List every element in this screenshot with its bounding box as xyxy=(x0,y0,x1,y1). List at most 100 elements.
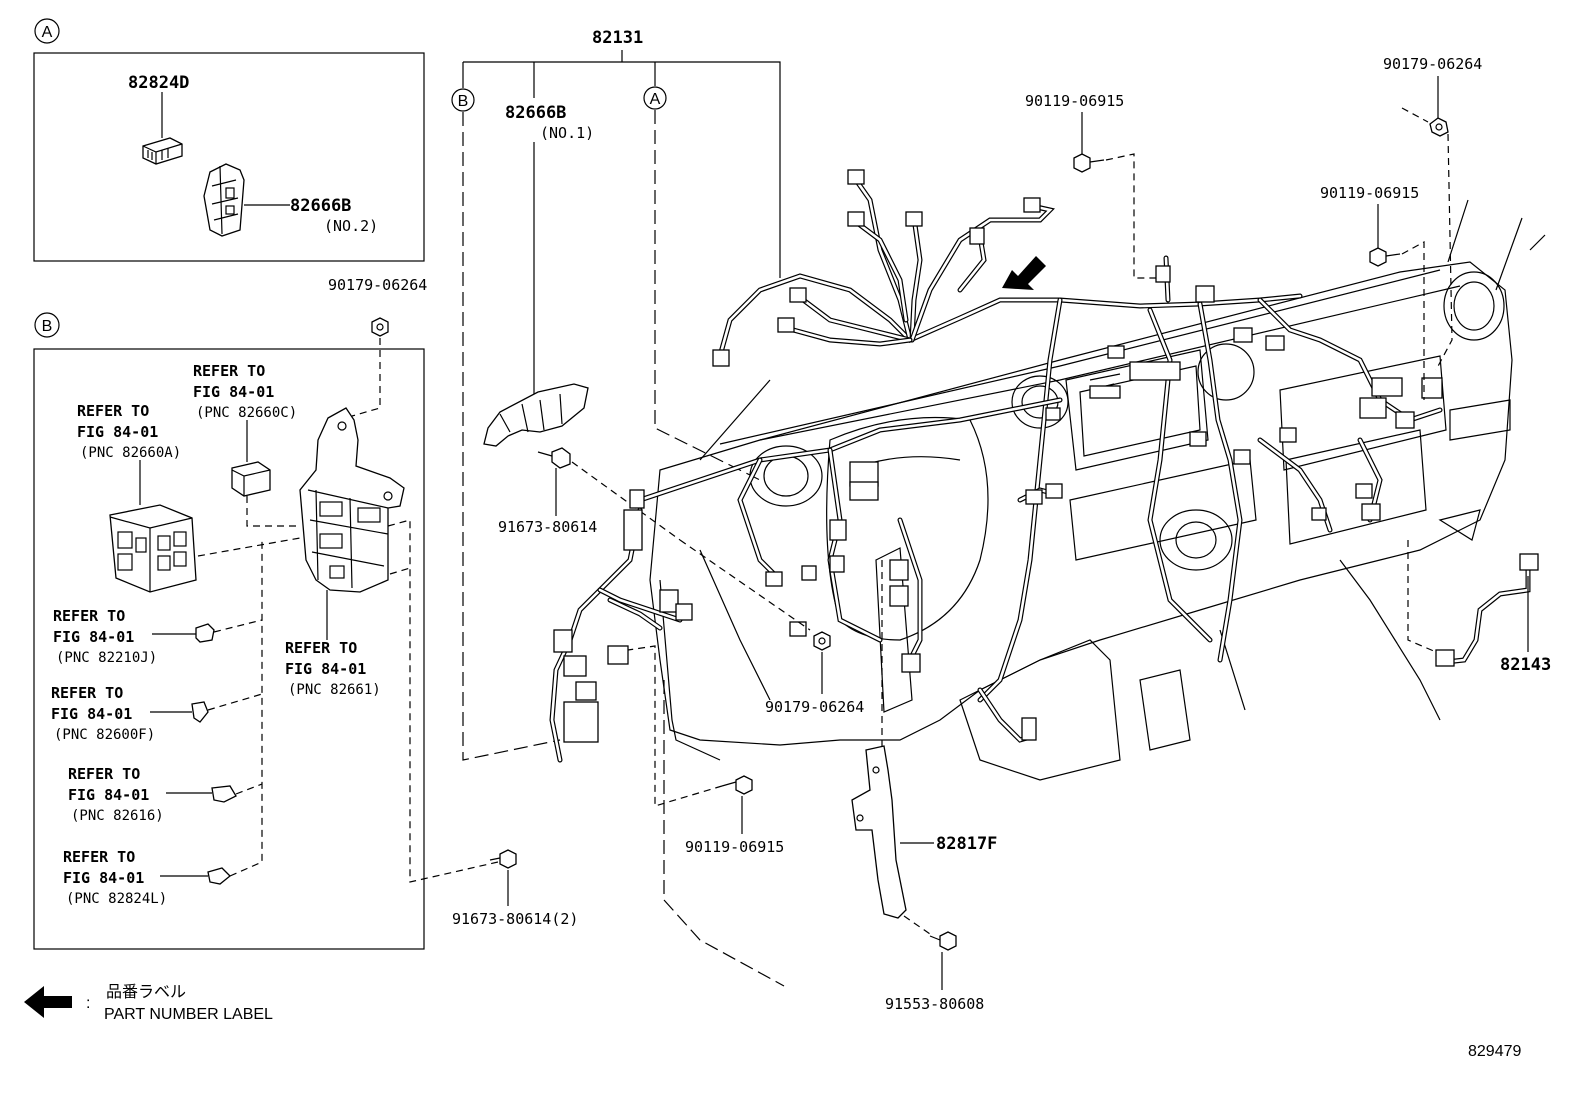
dashed-link xyxy=(229,540,263,877)
figure-id: 829479 xyxy=(1468,1043,1521,1060)
dashed-link xyxy=(462,112,561,761)
refer-label: REFER TO xyxy=(68,765,140,783)
legend: : 品番ラベル PART NUMBER LABEL xyxy=(24,983,273,1023)
branch-a-letter: A xyxy=(650,91,661,108)
dashed-link xyxy=(1401,240,1425,400)
dashed-link xyxy=(903,915,931,935)
wire-harness xyxy=(549,177,1531,763)
callout-90119-06915-lower: 90119-06915 xyxy=(685,838,784,856)
part-82666b-no2-label: 82666B xyxy=(290,196,351,216)
dashed-link xyxy=(663,680,785,987)
refer-fig: FIG 84-01 xyxy=(63,869,144,887)
refer-label: REFER TO xyxy=(53,607,125,625)
legend-japanese: 品番ラベル xyxy=(106,983,186,1001)
label-arrow-icon xyxy=(1002,256,1046,290)
box-a-frame xyxy=(33,52,425,262)
harness-connectors xyxy=(553,169,1539,743)
dashed-link xyxy=(387,519,499,883)
refer-label: REFER TO xyxy=(285,639,357,657)
dashed-link xyxy=(571,461,681,541)
refer-fig: FIG 84-01 xyxy=(68,786,149,804)
dashed-link xyxy=(235,783,263,795)
branch-b-letter: B xyxy=(458,93,469,110)
box-b-frame xyxy=(33,348,425,950)
dashed-link xyxy=(1435,133,1453,371)
branch-a-marker xyxy=(643,86,667,110)
bolt-icon xyxy=(721,775,753,795)
box-b-marker xyxy=(34,312,60,338)
relay-82660c-shape xyxy=(231,461,271,497)
refer-pnc: (PNC 82660A) xyxy=(80,445,181,461)
bolt-icon xyxy=(489,849,517,869)
box-a-marker xyxy=(34,18,60,44)
callout-91553-80608: 91553-80608 xyxy=(885,995,984,1013)
refer-pnc: (PNC 82660C) xyxy=(196,405,297,421)
dashed-link xyxy=(1401,107,1429,123)
callout-90119-06915-top: 90119-06915 xyxy=(1025,92,1124,110)
fuse-82824l-shape xyxy=(207,867,231,885)
dashed-link xyxy=(207,693,263,711)
callout-82143: 82143 xyxy=(1500,655,1551,675)
callout-91673-80614-x2: 91673-80614(2) xyxy=(452,910,578,928)
callout-91673-80614: 91673-80614 xyxy=(498,518,597,536)
legend-english: PART NUMBER LABEL xyxy=(104,1006,273,1023)
dashed-link xyxy=(246,496,300,527)
bracket-82817f-shape xyxy=(851,745,907,919)
callout-90179-06264-box-b: 90179-06264 xyxy=(328,276,427,294)
dashed-link xyxy=(627,645,723,807)
nut-icon xyxy=(1429,117,1449,137)
fuse-82210j-shape xyxy=(195,623,215,643)
fuse-82616-shape xyxy=(211,785,237,803)
inset-box-a: A 82824D 82666B (NO.2) xyxy=(33,18,425,262)
relay-block-82660a-shape xyxy=(109,504,197,593)
bracket-82666b-no2-shape xyxy=(203,163,245,237)
callout-90179-06264-lower: 90179-06264 xyxy=(765,698,864,716)
part-82824d-label: 82824D xyxy=(128,73,189,93)
dashed-link xyxy=(1407,540,1437,653)
bolt-icon xyxy=(1369,247,1401,267)
dashed-link xyxy=(213,619,263,633)
bolt-icon xyxy=(929,931,957,951)
refer-pnc: (PNC 82661) xyxy=(288,682,381,698)
refer-fig: FIG 84-01 xyxy=(53,628,134,646)
nut-icon xyxy=(371,317,389,337)
dashboard-illustration xyxy=(649,199,1546,781)
callout-82666b-sub: (NO.1) xyxy=(540,124,594,142)
refer-label: REFER TO xyxy=(77,402,149,420)
refer-pnc: (PNC 82616) xyxy=(71,808,164,824)
dashed-link xyxy=(197,537,301,557)
callout-82131: 82131 xyxy=(592,28,643,48)
refer-pnc: (PNC 82600F) xyxy=(54,727,155,743)
refer-pnc: (PNC 82210J) xyxy=(56,650,157,666)
harness-82131-callout: 82131 B A 82666B (NO.1) xyxy=(451,28,781,761)
legend-separator: : xyxy=(86,995,90,1012)
refer-fig: FIG 84-01 xyxy=(77,423,158,441)
box-a-letter: A xyxy=(42,24,53,41)
dashed-link xyxy=(679,539,811,631)
label-arrow-icon xyxy=(24,986,72,1018)
box-b-letter: B xyxy=(42,318,53,335)
part-82666b-no2-sub: (NO.2) xyxy=(324,217,378,235)
bolt-icon xyxy=(537,447,571,469)
dashed-link xyxy=(351,338,381,417)
connector-82824d-shape xyxy=(142,137,183,165)
inset-box-b: B REFER TO FIG 84-01 (PNC 82660C) REFER … xyxy=(33,312,499,950)
dashed-link xyxy=(654,110,761,481)
callout-90179-06264-top: 90179-06264 xyxy=(1383,55,1482,73)
refer-label: REFER TO xyxy=(63,848,135,866)
dashed-link xyxy=(1105,153,1160,279)
bracket-82666b-no1-shape xyxy=(483,383,589,447)
bolt-icon xyxy=(1073,153,1105,173)
fuse-82600f-shape xyxy=(191,701,209,723)
refer-label: REFER TO xyxy=(51,684,123,702)
callout-90119-06915-right: 90119-06915 xyxy=(1320,184,1419,202)
refer-label: REFER TO xyxy=(193,362,265,380)
callout-82666b: 82666B xyxy=(505,103,566,123)
refer-fig: FIG 84-01 xyxy=(193,383,274,401)
dashed-link xyxy=(389,567,411,575)
refer-fig: FIG 84-01 xyxy=(285,660,366,678)
relay-holder-bracket-shape xyxy=(299,407,405,593)
nut-icon xyxy=(813,631,831,651)
refer-fig: FIG 84-01 xyxy=(51,705,132,723)
